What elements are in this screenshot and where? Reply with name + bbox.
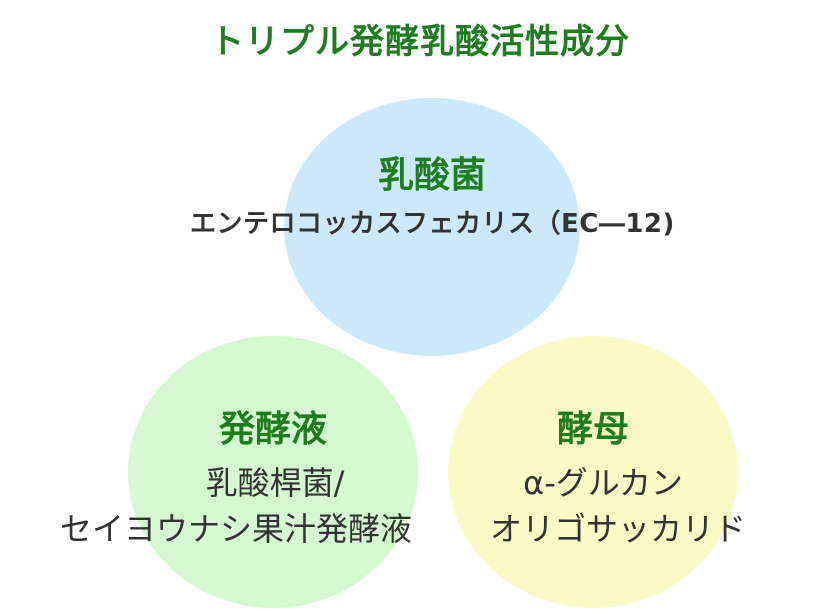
desc-yeast-line-1: α-グルカン [523, 464, 683, 502]
desc-lactic-acid-bacteria: エンテロコッカスフェカリス（EC―12) [190, 209, 675, 239]
heading-lactic-acid-bacteria: 乳酸菌 [377, 155, 486, 196]
circle-fermented-liquid [128, 336, 418, 608]
page-title: トリプル発酵乳酸活性成分 [210, 22, 630, 62]
circle-yeast [448, 336, 738, 608]
heading-yeast: 酵母 [556, 409, 629, 450]
desc-fermented-liquid-line-1: 乳酸桿菌/ [205, 464, 345, 502]
circle-lactic-acid-bacteria [284, 98, 580, 356]
desc-yeast-line-2: オリゴサッカリド [489, 510, 746, 548]
heading-fermented-liquid: 発酵液 [218, 409, 327, 450]
desc-fermented-liquid-line-2: セイヨウナシ果汁発酵液 [59, 510, 412, 548]
